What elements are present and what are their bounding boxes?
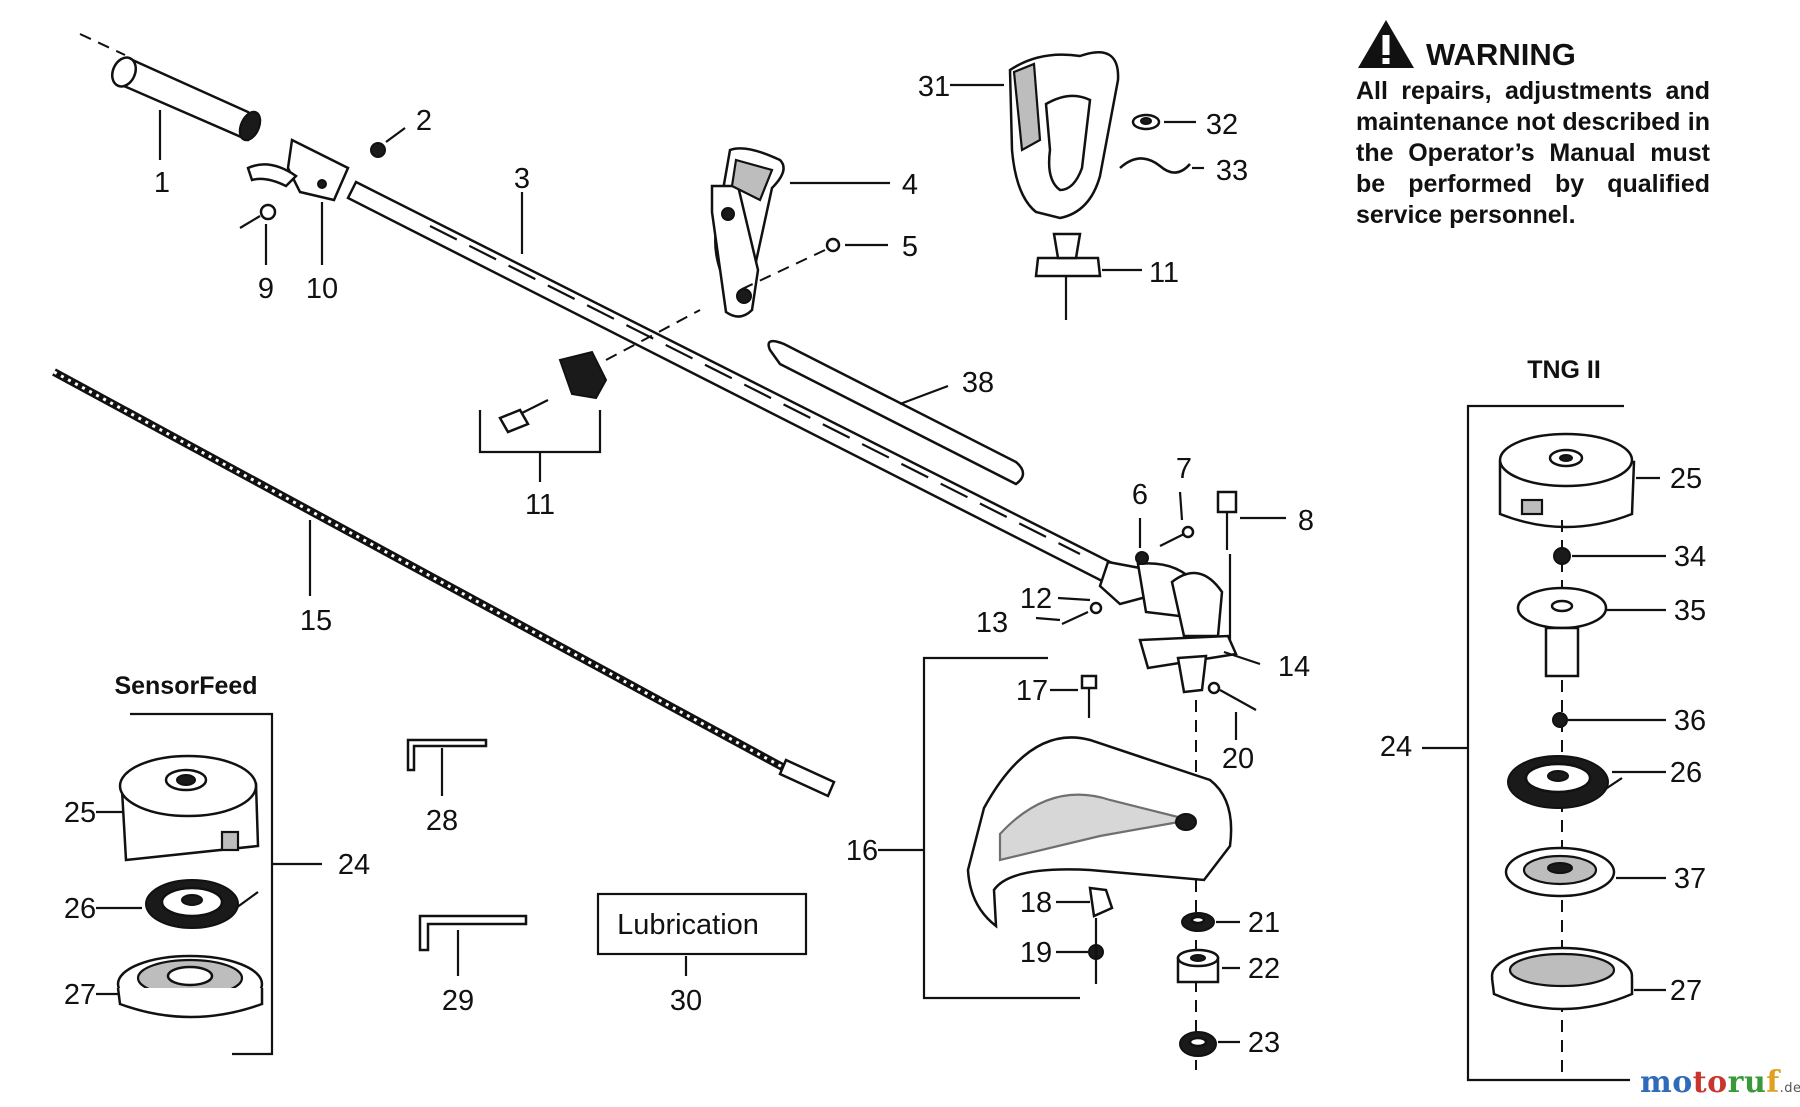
sensorfeed-spool-cover-part bbox=[118, 754, 260, 862]
screw-9-part bbox=[239, 203, 277, 229]
callout-7: 7 bbox=[1176, 453, 1192, 485]
warning-text: All repairs, adjustments and maintenance… bbox=[1356, 77, 1710, 229]
front-handle-part bbox=[710, 147, 785, 318]
callout-37: 37 bbox=[1674, 863, 1706, 895]
callout-33: 33 bbox=[1216, 155, 1248, 187]
blade-18-part bbox=[1088, 886, 1114, 918]
callout-23: 23 bbox=[1248, 1027, 1280, 1059]
callout-34: 34 bbox=[1674, 541, 1706, 573]
callout-4: 4 bbox=[902, 169, 918, 201]
hex-key-29-part bbox=[418, 914, 528, 952]
warning-title: WARNING bbox=[1426, 37, 1576, 72]
callout-11a: 11 bbox=[525, 489, 555, 521]
callout-29: 29 bbox=[442, 985, 474, 1017]
callout-30: 30 bbox=[670, 985, 702, 1017]
callout-38: 38 bbox=[962, 367, 994, 399]
strap-part bbox=[767, 339, 1025, 486]
callout-13: 13 bbox=[976, 607, 1008, 639]
callout-31: 31 bbox=[918, 71, 950, 103]
clip-33-part bbox=[1119, 157, 1191, 174]
screw-13-part bbox=[1061, 611, 1089, 625]
watermark-logo: motoruf.de bbox=[1640, 1065, 1800, 1100]
callout-18: 18 bbox=[1020, 887, 1052, 919]
gear-head-part bbox=[1138, 571, 1238, 694]
callout-16: 16 bbox=[846, 835, 878, 867]
callout-25b: 25 bbox=[1670, 463, 1702, 495]
callout-26b: 26 bbox=[1670, 757, 1702, 789]
callout-25a: 25 bbox=[64, 797, 96, 829]
callout-3: 3 bbox=[514, 163, 530, 195]
callout-14: 14 bbox=[1278, 651, 1310, 683]
handle-knob-part bbox=[498, 350, 608, 434]
screw-17-part bbox=[1080, 674, 1098, 718]
sensorfeed-spool-part bbox=[145, 879, 259, 929]
callout-24b: 24 bbox=[1380, 731, 1412, 763]
lubrication-label: Lubrication bbox=[617, 909, 759, 941]
nut-6-part bbox=[1135, 551, 1149, 565]
tng-spool-cover-part bbox=[1498, 432, 1636, 529]
auxiliary-handle-part bbox=[1008, 51, 1120, 220]
callout-19: 19 bbox=[1020, 937, 1052, 969]
callout-11b: 11 bbox=[1149, 257, 1179, 289]
callout-5: 5 bbox=[902, 231, 918, 263]
tng2-label: TNG II bbox=[1527, 356, 1601, 384]
tng-spool-part bbox=[1507, 755, 1623, 809]
hex-key-28-part bbox=[406, 738, 488, 772]
trimmer-guard-part bbox=[966, 736, 1233, 929]
lubrication-box bbox=[596, 892, 808, 956]
sensorfeed-base-part bbox=[116, 954, 264, 1019]
callout-6: 6 bbox=[1132, 479, 1148, 511]
warning-block: WARNING All repairs, adjustments and mai… bbox=[1356, 18, 1710, 231]
nut-2-part bbox=[370, 142, 386, 158]
callout-1: 1 bbox=[154, 167, 170, 199]
tng-base-part bbox=[1490, 946, 1634, 1011]
callout-12: 12 bbox=[1020, 583, 1052, 615]
spring-36-part bbox=[1552, 712, 1568, 728]
nut-5-part bbox=[825, 237, 841, 253]
callout-35: 35 bbox=[1674, 595, 1706, 627]
nut-34-part bbox=[1553, 547, 1571, 565]
callout-2: 2 bbox=[416, 105, 432, 137]
eyelet-plate-part bbox=[1516, 586, 1608, 678]
washer-23-part bbox=[1179, 1031, 1217, 1057]
callout-17: 17 bbox=[1016, 675, 1048, 707]
screw-7-part bbox=[1159, 533, 1185, 547]
callout-28: 28 bbox=[426, 805, 458, 837]
bolt-8-part bbox=[1216, 490, 1238, 550]
washer-12-part bbox=[1089, 601, 1103, 615]
callout-26a: 26 bbox=[64, 893, 96, 925]
tng-adapter-part bbox=[1504, 846, 1616, 898]
callout-32: 32 bbox=[1206, 109, 1238, 141]
callout-27a: 27 bbox=[64, 979, 96, 1011]
adapter-22-part bbox=[1176, 948, 1220, 984]
callout-22: 22 bbox=[1248, 953, 1280, 985]
sensorfeed-label: SensorFeed bbox=[114, 672, 257, 700]
grip-part bbox=[110, 56, 262, 142]
callout-15: 15 bbox=[300, 605, 332, 637]
callout-10: 10 bbox=[306, 273, 338, 305]
callout-8: 8 bbox=[1298, 505, 1314, 537]
callout-27b: 27 bbox=[1670, 975, 1702, 1007]
callout-24a: 24 bbox=[338, 849, 370, 881]
callout-21: 21 bbox=[1248, 907, 1280, 939]
throttle-housing-part bbox=[246, 138, 350, 202]
callout-20: 20 bbox=[1222, 743, 1254, 775]
callout-9: 9 bbox=[258, 273, 274, 305]
callout-36: 36 bbox=[1674, 705, 1706, 737]
warning-triangle-icon bbox=[1358, 20, 1414, 68]
screw-20-part bbox=[1219, 689, 1257, 711]
flex-shaft-part bbox=[52, 368, 836, 798]
knob-11-part bbox=[1034, 232, 1102, 320]
